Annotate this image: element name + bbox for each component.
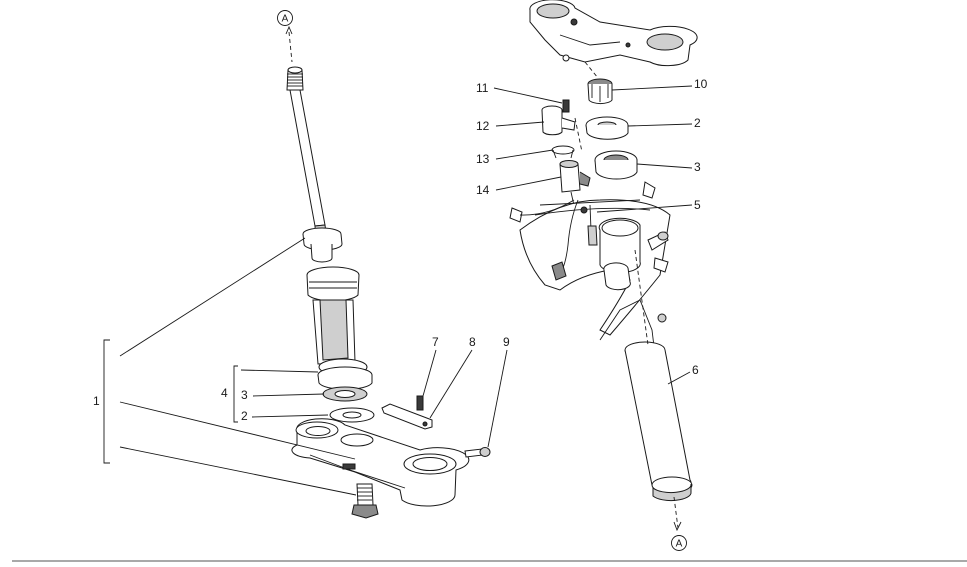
retaining-clip — [551, 145, 575, 159]
callout-3-left: 3 — [241, 388, 248, 402]
stem-nut — [351, 483, 379, 519]
callout-6: 6 — [692, 363, 699, 377]
reference-marker-a-top: A — [277, 10, 293, 26]
svg-text:A: A — [282, 14, 289, 25]
bottom-yoke — [291, 418, 470, 507]
callout-14: 14 — [476, 183, 490, 197]
callout-5: 5 — [694, 198, 701, 212]
callout-3-right: 3 — [694, 160, 701, 174]
axis-line-middle — [634, 249, 649, 346]
reference-marker-a-bottom: A — [671, 535, 687, 551]
svg-text:A: A — [676, 539, 683, 550]
upper-dust-seal — [585, 116, 629, 140]
arrow-down-icon — [673, 521, 682, 532]
callout-2-left: 2 — [241, 409, 248, 423]
lower-bearing — [322, 386, 368, 402]
callout-7: 7 — [432, 335, 439, 349]
lower-dust-seal — [329, 407, 375, 423]
callout-13: 13 — [476, 152, 490, 166]
axis-line-upper — [584, 61, 599, 79]
axis-line-top — [288, 31, 293, 63]
callout-4: 4 — [221, 386, 228, 400]
callout-1: 1 — [93, 394, 100, 408]
sensor-wiring — [509, 199, 598, 281]
callout-11: 11 — [476, 81, 489, 95]
steering-head-tube — [624, 341, 693, 502]
yoke-pinch-bolt — [464, 447, 491, 458]
lower-stem — [306, 266, 368, 376]
arrow-up-icon — [285, 25, 293, 35]
axis-line-bottom — [673, 496, 679, 529]
upper-bearing — [594, 150, 638, 180]
cable-bracket — [381, 403, 433, 430]
callout-8: 8 — [469, 335, 476, 349]
sensor-axis-line — [574, 117, 583, 153]
left-leader-lines — [103, 237, 508, 496]
right-top-yoke-assembly: A 11 12 13 14 10 2 3 5 6 — [476, 0, 708, 551]
lower-bearing-seal — [317, 366, 373, 390]
callout-9: 9 — [503, 335, 510, 349]
top-yoke — [529, 0, 698, 67]
sensor-housing — [541, 105, 576, 136]
right-leader-lines — [493, 85, 693, 385]
stem-nut-cap — [587, 78, 613, 105]
left-steering-stem-assembly: A — [93, 10, 510, 519]
stem-collar — [302, 227, 343, 263]
sensor-screw — [562, 99, 570, 113]
callout-2-right: 2 — [694, 116, 701, 130]
callout-10: 10 — [694, 77, 708, 91]
steering-stem — [286, 66, 328, 242]
callout-12: 12 — [476, 119, 490, 133]
bracket-screw — [416, 395, 424, 411]
